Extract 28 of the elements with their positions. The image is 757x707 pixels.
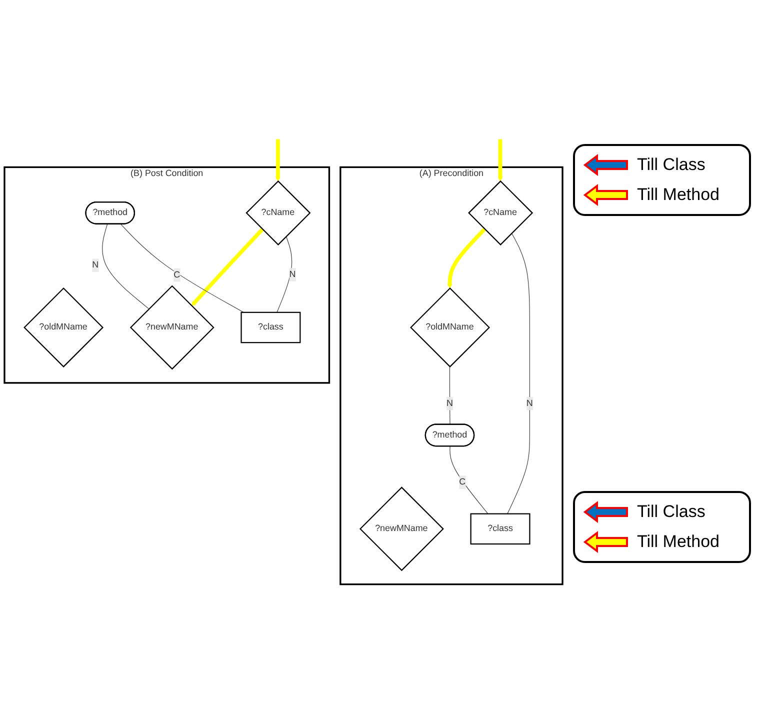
node-diamond: ?newMName xyxy=(130,285,214,370)
node-diamond: ?newMName xyxy=(359,486,444,572)
connector xyxy=(449,366,450,425)
node-diamond: ?oldMName xyxy=(410,288,490,368)
legend-label: Till Method xyxy=(637,532,720,552)
edge-label: C xyxy=(174,270,180,280)
edge-label: N xyxy=(526,398,533,408)
node-box: ?class xyxy=(240,312,301,344)
legend-label: Till Method xyxy=(637,184,720,205)
arrow xyxy=(498,139,503,182)
node-diamond: ?oldMName xyxy=(24,288,104,368)
connector xyxy=(102,224,150,310)
connector xyxy=(120,224,244,313)
arrow xyxy=(191,228,264,306)
arrow xyxy=(447,228,486,289)
connector xyxy=(450,446,488,514)
node-box: ?class xyxy=(470,513,530,545)
arrow xyxy=(275,139,280,182)
node-diamond: ?cName xyxy=(468,180,534,246)
edge-label: N xyxy=(446,398,453,408)
edge-label: N xyxy=(289,270,296,280)
legend-label: Till Class xyxy=(637,502,706,522)
connector xyxy=(276,236,292,313)
connector xyxy=(507,233,530,514)
edge-label: C xyxy=(459,477,466,487)
legend-label: Till Class xyxy=(637,154,706,175)
edge-label: N xyxy=(92,260,99,270)
node-diamond: ?cName xyxy=(246,180,311,246)
